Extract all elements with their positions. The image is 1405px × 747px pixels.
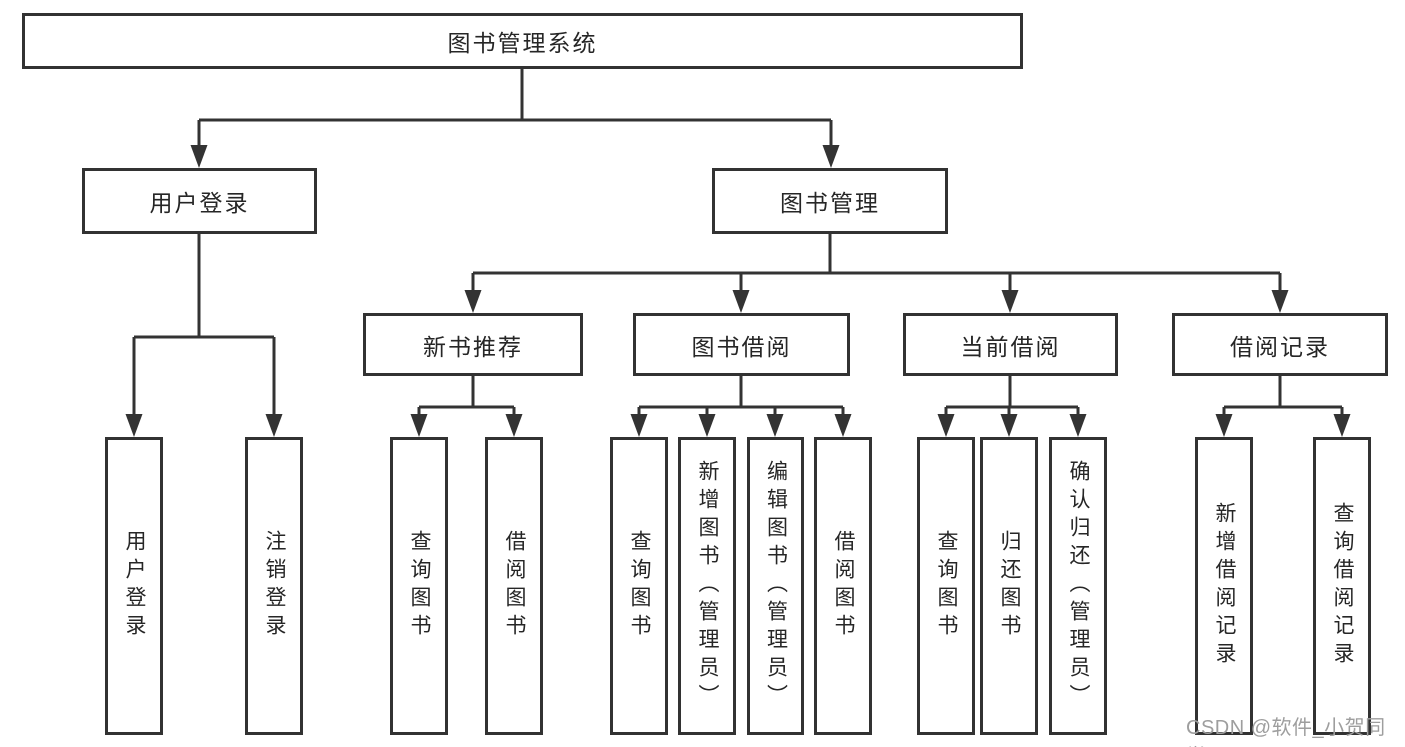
- arrow-down-icon: [464, 290, 482, 313]
- node-book-management: 图书管理: [712, 168, 948, 234]
- connector-root-to-level2: [197, 69, 833, 150]
- leaf-current-return-book: 归还图书: [980, 437, 1038, 735]
- arrow-down-icon: [1069, 414, 1087, 437]
- node-new-book-recommend: 新书推荐: [363, 313, 583, 376]
- arrow-down-icon: [698, 414, 716, 437]
- arrow-down-icon: [766, 414, 784, 437]
- arrow-down-icon: [1271, 290, 1289, 313]
- node-book-borrow: 图书借阅: [633, 313, 850, 376]
- leaf-borrow-edit-book-admin: 编辑图书（管理员）: [747, 437, 804, 735]
- leaf-recommend-query-book: 查询图书: [390, 437, 448, 735]
- arrow-down-icon: [1000, 414, 1018, 437]
- arrow-down-icon: [190, 145, 208, 168]
- connector-record-to-leaves: [1222, 376, 1344, 419]
- leaf-borrow-query-book: 查询图书: [610, 437, 668, 735]
- arrow-down-icon: [1001, 290, 1019, 313]
- connector-newbook-to-leaves: [417, 376, 516, 419]
- node-root: 图书管理系统: [22, 13, 1023, 69]
- leaf-borrow-add-book-admin: 新增图书（管理员）: [678, 437, 736, 735]
- connector-userlogin-to-leaves: [132, 234, 276, 419]
- csdn-watermark: CSDN @软件_小贺同学: [1186, 717, 1386, 747]
- node-current-borrow: 当前借阅: [903, 313, 1118, 376]
- node-user-login: 用户登录: [82, 168, 317, 234]
- leaf-user-login: 用户登录: [105, 437, 163, 735]
- leaf-current-query-book: 查询图书: [917, 437, 975, 735]
- arrow-down-icon: [410, 414, 428, 437]
- leaf-borrow-borrow-book: 借阅图书: [814, 437, 872, 735]
- leaf-record-query-record: 查询借阅记录: [1313, 437, 1371, 735]
- arrow-down-icon: [265, 414, 283, 437]
- arrow-down-icon: [834, 414, 852, 437]
- node-borrow-record: 借阅记录: [1172, 313, 1388, 376]
- leaf-recommend-borrow-book: 借阅图书: [485, 437, 543, 735]
- arrow-down-icon: [1215, 414, 1233, 437]
- leaf-current-confirm-return-admin: 确认归还（管理员）: [1049, 437, 1107, 735]
- arrow-down-icon: [937, 414, 955, 437]
- connector-current-to-leaves: [944, 376, 1080, 419]
- leaf-record-add-record: 新增借阅记录: [1195, 437, 1253, 735]
- leaf-logout-login: 注销登录: [245, 437, 303, 735]
- arrow-down-icon: [505, 414, 523, 437]
- arrow-down-icon: [1333, 414, 1351, 437]
- arrow-down-icon: [125, 414, 143, 437]
- arrow-down-icon: [822, 145, 840, 168]
- arrow-down-icon: [630, 414, 648, 437]
- connector-borrow-to-leaves: [637, 376, 845, 419]
- connector-bookmgmt-to-level3: [471, 234, 1282, 295]
- arrow-down-icon: [732, 290, 750, 313]
